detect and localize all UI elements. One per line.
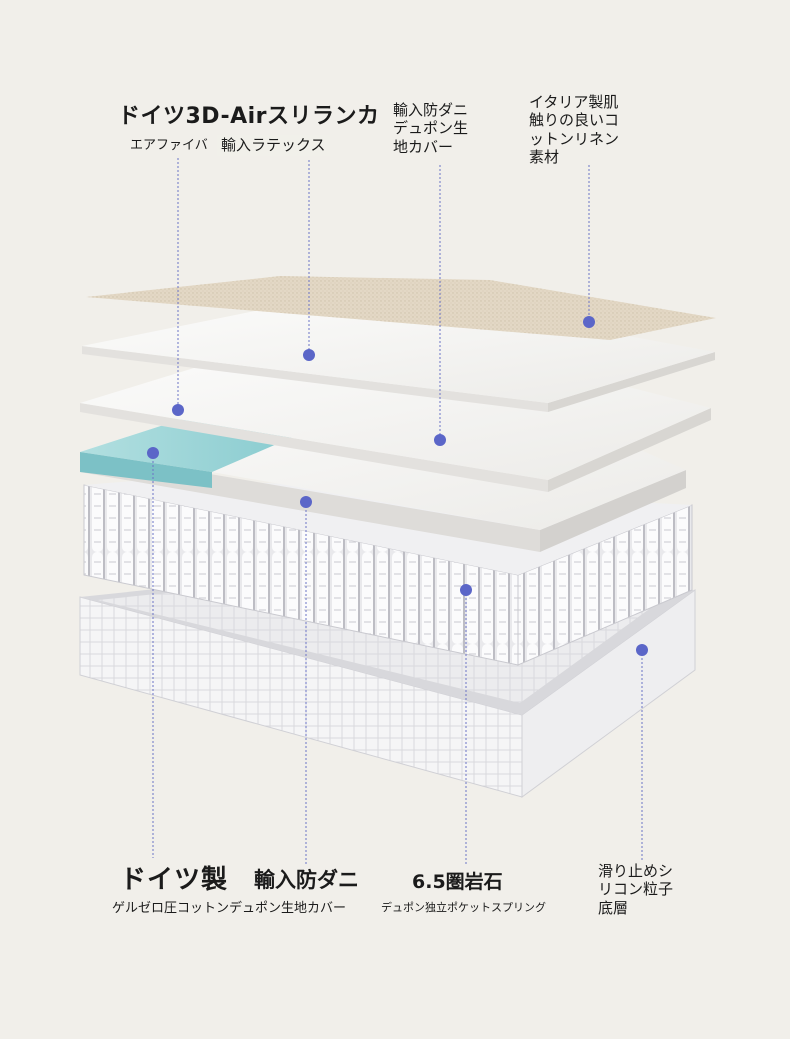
marker-cover — [434, 434, 446, 446]
latex-label: 輸入ラテックス — [217, 135, 330, 157]
leader-lines — [152, 158, 643, 865]
base-label-line: 底層 — [598, 898, 629, 917]
markers — [147, 316, 648, 656]
base-label: 滑り止めシ リコン粒子 底層 — [598, 862, 698, 917]
spring-title: 6.5圏岩石 — [412, 871, 503, 893]
marker-latex — [303, 349, 315, 361]
linen-label-line: 素材 — [529, 147, 560, 166]
linen-label-line: イタリア製肌 — [529, 93, 619, 111]
air-fiber-subtitle: エアファイバ — [130, 138, 208, 153]
marker-base — [636, 644, 648, 656]
air-fiber-title: ドイツ3D-Airスリランカ — [118, 104, 380, 129]
base-label-line: リコン粒子 — [598, 880, 674, 899]
base-label-line: 滑り止めシ — [598, 862, 674, 880]
marker-linen — [583, 316, 595, 328]
cover-label-line: 地カバー — [393, 137, 454, 156]
marker-gel — [147, 447, 159, 459]
marker-air-fiber — [172, 404, 184, 416]
antimite-title: 輸入防ダニ — [254, 868, 359, 892]
linen-label: イタリア製肌 触りの良いコ ットンリネン 素材 — [529, 93, 649, 166]
marker-spring — [460, 584, 472, 596]
marker-foam — [300, 496, 312, 508]
germany-subtitle: ゲルゼロ圧コットンデュポン生地カバー — [112, 901, 347, 916]
linen-label-line: ットンリネン — [529, 129, 620, 148]
spring-subtitle: デュポン独立ポケットスプリング — [381, 901, 546, 914]
cover-label-line: デュポン生 — [393, 119, 469, 138]
linen-label-line: 触りの良いコ — [529, 111, 620, 130]
cover-label: 輸入防ダニ デュポン生 地カバー — [393, 101, 493, 156]
linen-cover-layer — [86, 276, 716, 340]
cover-label-line: 輸入防ダニ — [393, 101, 469, 119]
germany-title: ドイツ製 — [120, 865, 229, 895]
